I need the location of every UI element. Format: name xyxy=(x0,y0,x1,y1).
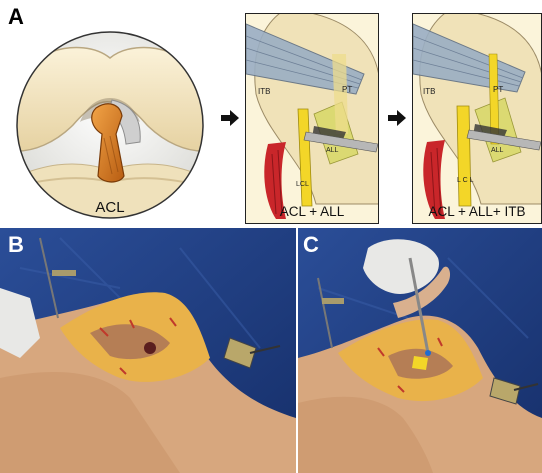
acl-all-illustration: ITB PT ALL LCL ACL + ALL xyxy=(245,13,379,224)
acl-all-itb-illustration: ITB PT ALL L C L ACL + ALL+ ITB xyxy=(412,13,542,224)
surgical-photo-c: C xyxy=(298,228,542,473)
panel-label-b: B xyxy=(8,234,24,256)
acl-label: ACL xyxy=(95,199,124,216)
panel-label-c: C xyxy=(303,234,319,256)
all-label: ALL xyxy=(326,147,339,154)
panel-label-a: A xyxy=(8,6,24,28)
arrow-right-icon xyxy=(388,110,406,126)
arrow-right-icon xyxy=(221,110,239,126)
pt-label: PT xyxy=(493,85,503,94)
lcl-label: L C L xyxy=(457,177,474,184)
lcl-label: LCL xyxy=(296,181,309,188)
all-label: ALL xyxy=(491,147,504,154)
itb-label: ITB xyxy=(258,87,270,96)
itb-label: ITB xyxy=(423,87,435,96)
box-caption: ACL + ALL+ ITB xyxy=(413,204,541,219)
knee-circle-illustration: ACL xyxy=(12,30,208,220)
box-caption: ACL + ALL xyxy=(246,204,378,219)
pt-label: PT xyxy=(342,85,352,94)
surgical-photo-b: B xyxy=(0,228,296,473)
